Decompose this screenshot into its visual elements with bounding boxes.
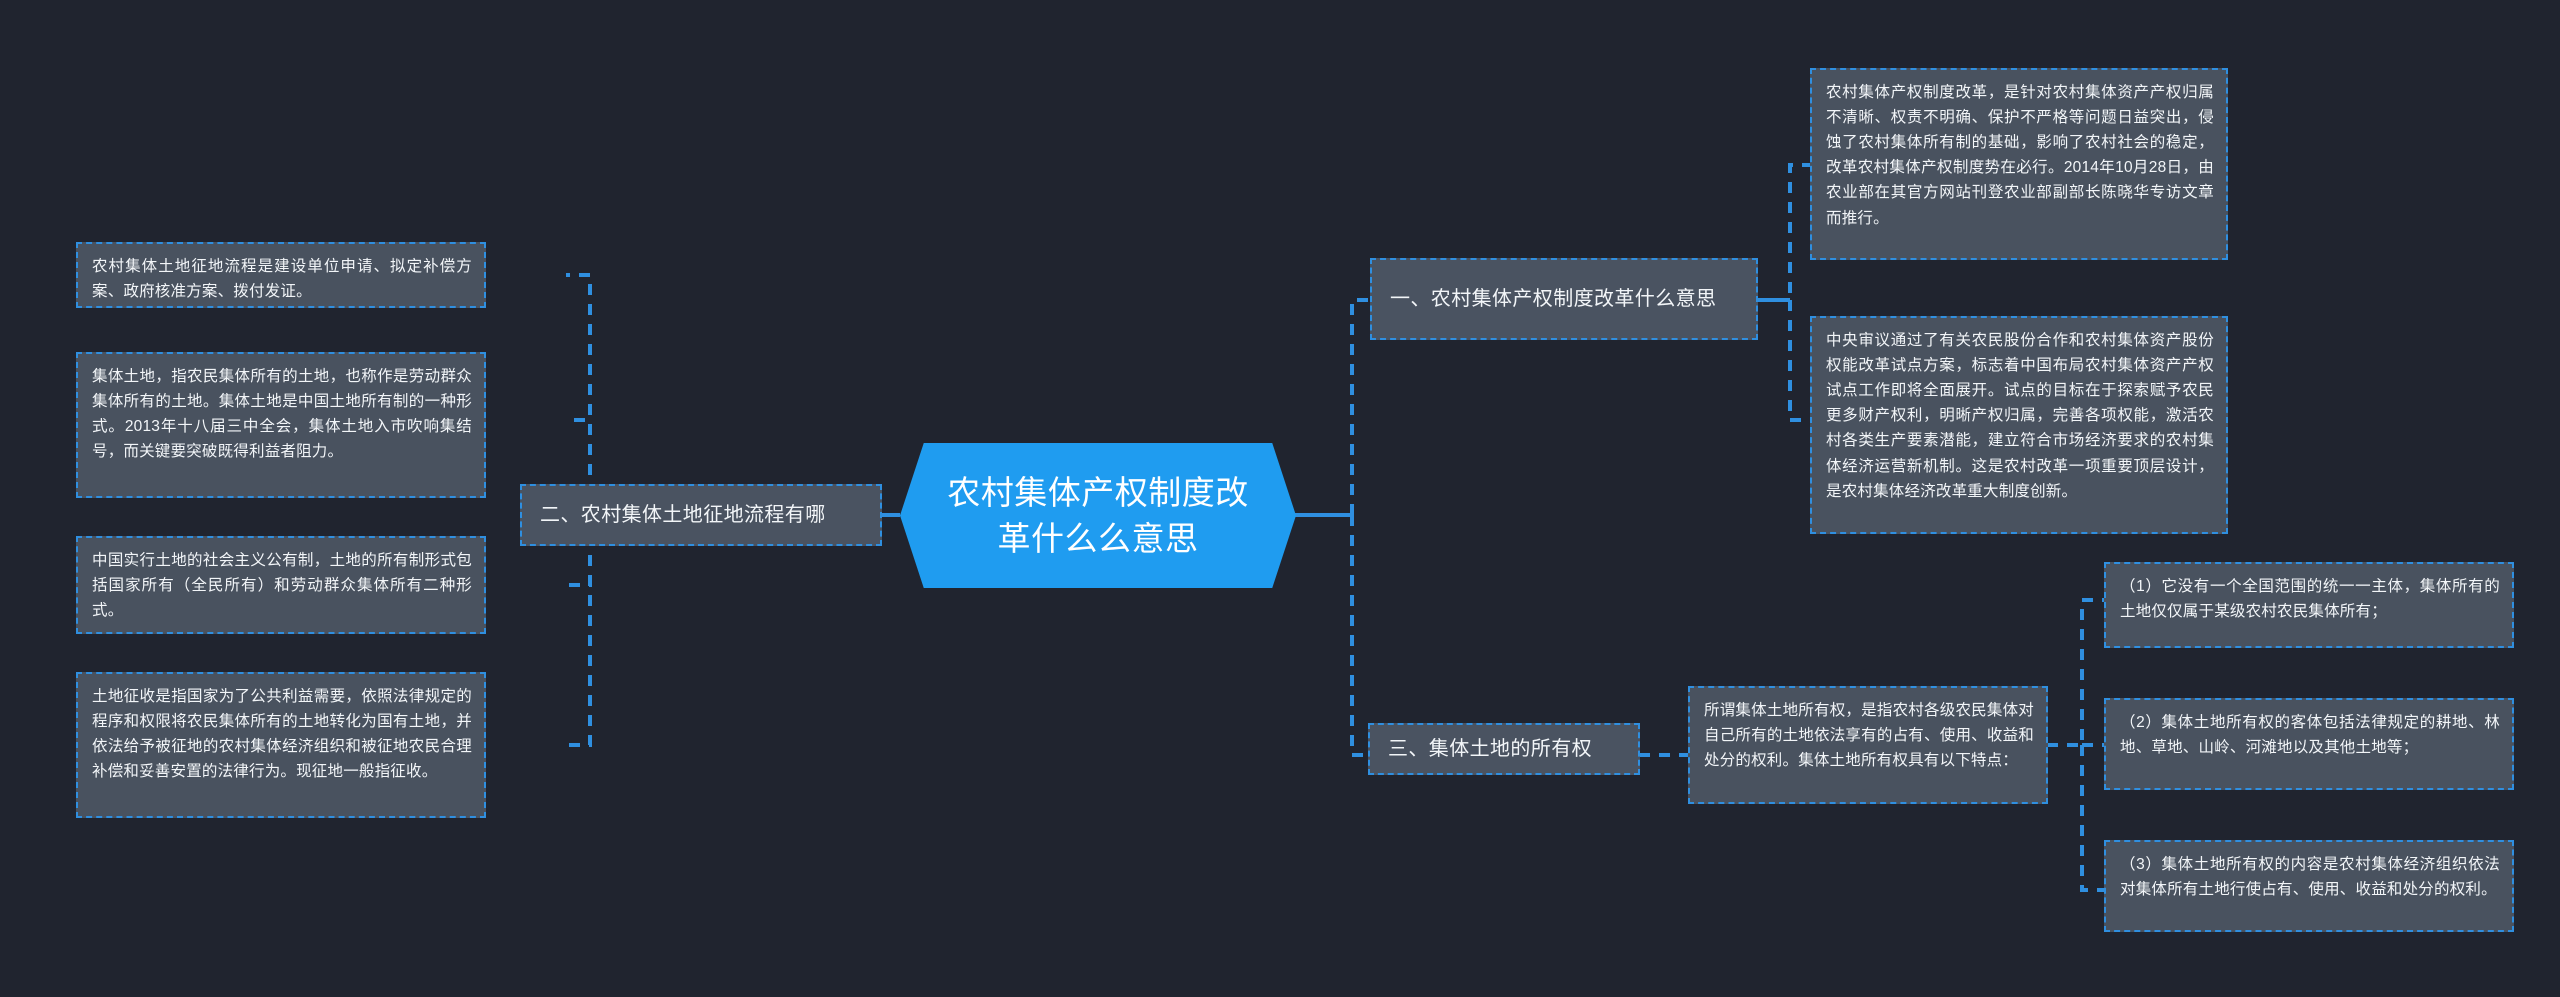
- leaf-node-3-1[interactable]: 所谓集体土地所有权，是指农村各级农民集体对自己所有的土地依法享有的占有、使用、收…: [1688, 686, 2048, 804]
- branch-node-2[interactable]: 二、农村集体土地征地流程有哪: [520, 484, 882, 546]
- leaf-node-2-4[interactable]: 土地征收是指国家为了公共利益需要，依照法律规定的程序和权限将农民集体所有的土地转…: [76, 672, 486, 818]
- leaf-node-2-2-text: 集体土地，指农民集体所有的土地，也称作是劳动群众集体所有的土地。集体土地是中国土…: [92, 368, 472, 461]
- branch-node-3[interactable]: 三、集体土地的所有权: [1368, 723, 1640, 775]
- branch-node-1[interactable]: 一、农村集体产权制度改革什么意思: [1370, 258, 1758, 340]
- leaf-node-2-4-text: 土地征收是指国家为了公共利益需要，依照法律规定的程序和权限将农民集体所有的土地转…: [92, 688, 472, 781]
- leaf-node-2-3-text: 中国实行土地的社会主义公有制，土地的所有制形式包括国家所有（全民所有）和劳动群众…: [92, 552, 472, 620]
- sub-node-3-2[interactable]: （2）集体土地所有权的客体包括法律规定的耕地、林地、草地、山岭、河滩地以及其他土…: [2104, 698, 2514, 790]
- sub-node-3-1[interactable]: （1）它没有一个全国范围的统一一主体，集体所有的土地仅仅属于某级农村农民集体所有…: [2104, 562, 2514, 648]
- branch-node-2-label: 二、农村集体土地征地流程有哪: [540, 503, 826, 526]
- sub-node-3-1-text: （1）它没有一个全国范围的统一一主体，集体所有的土地仅仅属于某级农村农民集体所有…: [2120, 578, 2500, 621]
- leaf-node-1-1-text: 农村集体产权制度改革，是针对农村集体资产产权归属不清晰、权责不明确、保护不严格等…: [1826, 84, 2214, 227]
- leaf-node-1-1[interactable]: 农村集体产权制度改革，是针对农村集体资产产权归属不清晰、权责不明确、保护不严格等…: [1810, 68, 2228, 260]
- leaf-node-3-1-text: 所谓集体土地所有权，是指农村各级农民集体对自己所有的土地依法享有的占有、使用、收…: [1704, 702, 2034, 770]
- branch-node-3-label: 三、集体土地的所有权: [1388, 737, 1592, 760]
- root-node-label: 农村集体产权制度改革什么么意思: [947, 473, 1249, 557]
- sub-node-3-2-text: （2）集体土地所有权的客体包括法律规定的耕地、林地、草地、山岭、河滩地以及其他土…: [2120, 714, 2500, 757]
- sub-node-3-3[interactable]: （3）集体土地所有权的内容是农村集体经济组织依法对集体所有土地行使占有、使用、收…: [2104, 840, 2514, 932]
- root-node[interactable]: 农村集体产权制度改革什么么意思: [900, 443, 1296, 588]
- leaf-node-2-1-text: 农村集体土地征地流程是建设单位申请、拟定补偿方案、政府核准方案、拨付发证。: [92, 258, 472, 301]
- leaf-node-2-1[interactable]: 农村集体土地征地流程是建设单位申请、拟定补偿方案、政府核准方案、拨付发证。: [76, 242, 486, 308]
- branch-node-1-label: 一、农村集体产权制度改革什么意思: [1390, 287, 1717, 310]
- leaf-node-2-2[interactable]: 集体土地，指农民集体所有的土地，也称作是劳动群众集体所有的土地。集体土地是中国土…: [76, 352, 486, 498]
- sub-node-3-3-text: （3）集体土地所有权的内容是农村集体经济组织依法对集体所有土地行使占有、使用、收…: [2120, 856, 2500, 899]
- leaf-node-2-3[interactable]: 中国实行土地的社会主义公有制，土地的所有制形式包括国家所有（全民所有）和劳动群众…: [76, 536, 486, 634]
- leaf-node-1-2-text: 中央审议通过了有关农民股份合作和农村集体资产股份权能改革试点方案，标志着中国布局…: [1826, 332, 2214, 500]
- leaf-node-1-2[interactable]: 中央审议通过了有关农民股份合作和农村集体资产股份权能改革试点方案，标志着中国布局…: [1810, 316, 2228, 534]
